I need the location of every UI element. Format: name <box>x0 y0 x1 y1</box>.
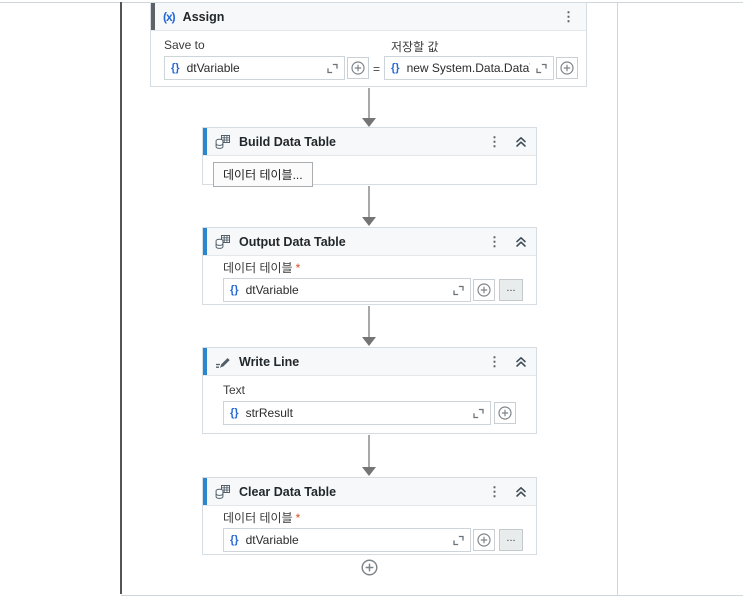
data-table-icon <box>215 234 231 250</box>
open-expression-editor-icon[interactable] <box>473 408 484 419</box>
text-label: Text <box>223 383 246 397</box>
activity-title: Build Data Table <box>239 134 337 149</box>
expression-braces-icon: {} <box>230 284 239 296</box>
clear-data-table-value: dtVariable <box>245 533 299 547</box>
data-table-icon <box>215 134 231 150</box>
activity-assign-header[interactable]: (x) Assign ⋮ <box>151 3 586 31</box>
activity-output-data-table[interactable]: Output Data Table ⋮ 데이터 테이블* {} dtVariab… <box>202 227 537 305</box>
connector-arrow <box>362 435 376 476</box>
activity-build-data-table-header[interactable]: Build Data Table ⋮ <box>203 128 536 156</box>
assign-target-input[interactable]: {} dtVariable <box>164 56 345 80</box>
collapse-icon[interactable] <box>515 485 527 498</box>
equals-sign: = <box>373 62 381 76</box>
canvas-right-border <box>617 3 618 595</box>
connector-arrow <box>362 88 376 127</box>
activity-assign[interactable]: (x) Assign ⋮ Save to 저장할 값 {} dtVariable… <box>150 2 587 87</box>
collapse-icon[interactable] <box>515 135 527 148</box>
kebab-menu-icon[interactable]: ⋮ <box>488 354 501 369</box>
activity-clear-data-table-header[interactable]: Clear Data Table ⋮ <box>203 478 536 506</box>
accent-bar <box>203 478 207 505</box>
open-expression-editor-icon[interactable] <box>453 285 464 296</box>
kebab-menu-icon[interactable]: ⋮ <box>488 134 501 149</box>
save-to-label: Save to <box>164 38 205 52</box>
value-to-save-label: 저장할 값 <box>391 40 439 54</box>
write-line-plus-button[interactable] <box>494 402 516 424</box>
activity-title: Output Data Table <box>239 234 346 249</box>
assign-target-value: dtVariable <box>186 61 240 75</box>
collapse-icon[interactable] <box>515 355 527 368</box>
write-line-text-value: strResult <box>245 406 293 420</box>
required-asterisk: * <box>295 261 301 275</box>
activity-write-line[interactable]: Write Line ⋮ Text {} strResult <box>202 347 537 434</box>
kebab-menu-icon[interactable]: ⋮ <box>488 484 501 499</box>
activity-title: Assign <box>182 9 225 24</box>
browse-button[interactable]: ... <box>499 529 523 551</box>
connector-arrow <box>362 186 376 226</box>
activity-title: Clear Data Table <box>239 484 337 499</box>
open-expression-editor-icon[interactable] <box>327 63 338 74</box>
assign-value-plus-button[interactable] <box>556 57 578 79</box>
accent-bar <box>151 3 155 30</box>
canvas-left-border <box>120 2 122 594</box>
write-line-icon <box>215 354 231 370</box>
add-activity-icon[interactable] <box>361 559 378 576</box>
data-table-label: 데이터 테이블* <box>223 511 301 525</box>
accent-bar <box>203 128 207 155</box>
expression-braces-icon: {} <box>391 62 400 74</box>
write-line-text-input[interactable]: {} strResult <box>223 401 491 425</box>
collapse-icon[interactable] <box>515 235 527 248</box>
open-expression-editor-icon[interactable] <box>536 63 547 74</box>
activity-title: Write Line <box>239 354 300 369</box>
browse-button[interactable]: ... <box>499 279 523 301</box>
output-plus-button[interactable] <box>473 279 495 301</box>
canvas-bottom-border <box>121 595 743 596</box>
clear-plus-button[interactable] <box>473 529 495 551</box>
open-expression-editor-icon[interactable] <box>453 535 464 546</box>
activity-build-data-table[interactable]: Build Data Table ⋮ 데이터 테이블... <box>202 127 537 187</box>
expression-braces-icon: {} <box>171 62 180 74</box>
expression-braces-icon: {} <box>230 407 239 419</box>
accent-bar <box>203 348 207 375</box>
accent-bar <box>203 228 207 255</box>
assign-variable-icon: (x) <box>163 9 176 24</box>
activity-clear-data-table[interactable]: Clear Data Table ⋮ 데이터 테이블* {} dtVariabl… <box>202 477 537 555</box>
required-asterisk: * <box>295 511 301 525</box>
connector-arrow <box>362 306 376 346</box>
activity-output-data-table-header[interactable]: Output Data Table ⋮ <box>203 228 536 256</box>
expression-braces-icon: {} <box>230 534 239 546</box>
output-data-table-input[interactable]: {} dtVariable <box>223 278 471 302</box>
clear-data-table-input[interactable]: {} dtVariable <box>223 528 471 552</box>
kebab-menu-icon[interactable]: ⋮ <box>562 9 575 24</box>
edit-data-table-button[interactable]: 데이터 테이블... <box>213 162 313 187</box>
activity-write-line-header[interactable]: Write Line ⋮ <box>203 348 536 376</box>
output-data-table-value: dtVariable <box>245 283 299 297</box>
assign-target-plus-button[interactable] <box>347 57 369 79</box>
kebab-menu-icon[interactable]: ⋮ <box>488 234 501 249</box>
data-table-icon <box>215 484 231 500</box>
data-table-label: 데이터 테이블* <box>223 261 301 275</box>
